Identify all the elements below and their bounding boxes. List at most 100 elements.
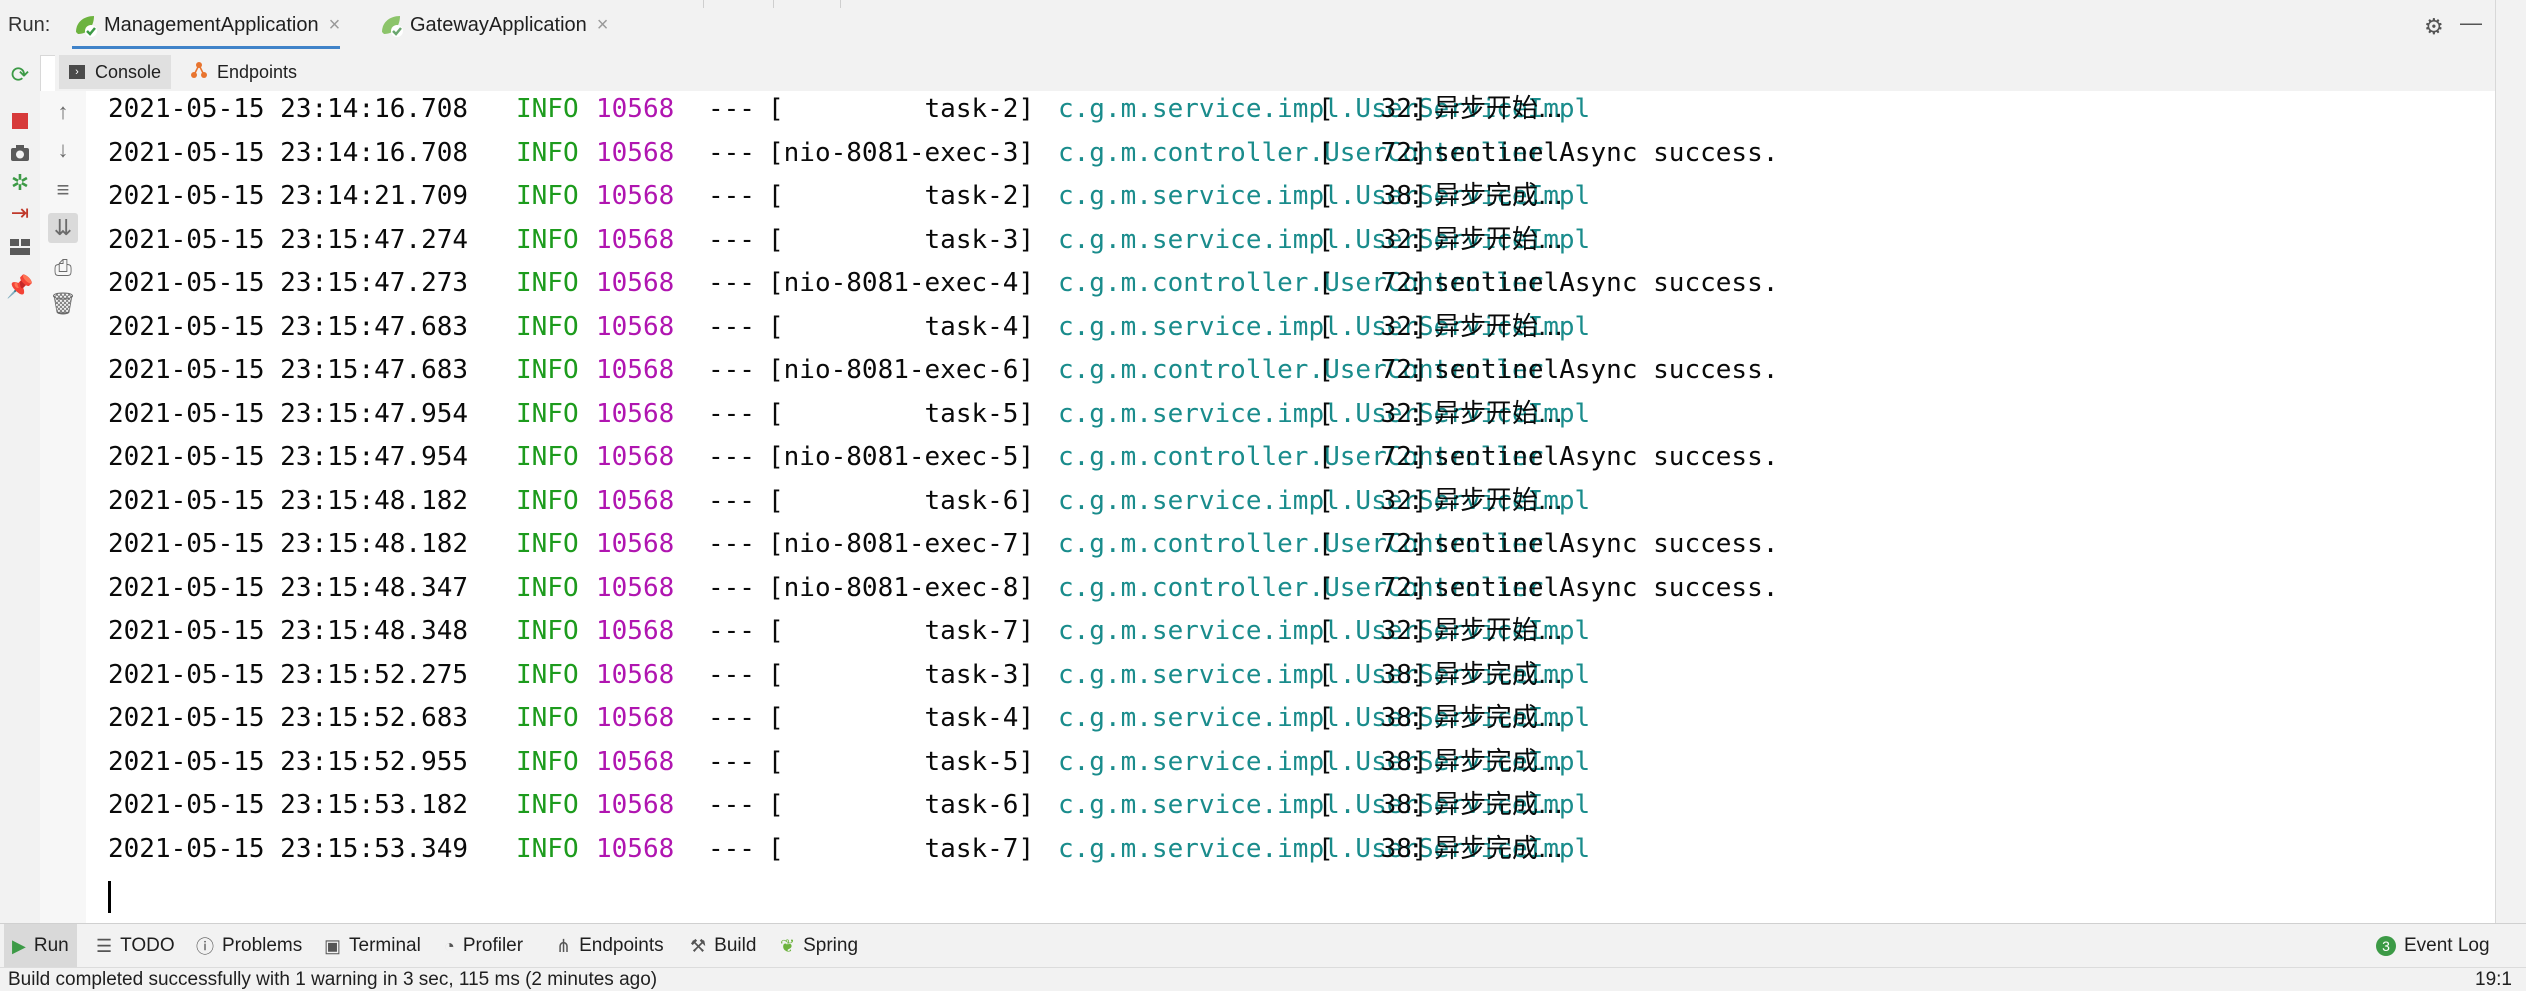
log-timestamp: 2021-05-15 23:15:48.182: [108, 529, 469, 559]
log-timestamp: 2021-05-15 23:15:47.274: [108, 224, 469, 255]
log-separator: ---: [708, 529, 755, 559]
minimize-icon[interactable]: —: [2460, 10, 2482, 35]
log-logger: c.g.m.service.impl.UserServiceImpl: [1058, 616, 1591, 646]
log-colon: :: [1408, 224, 1424, 255]
camera-icon[interactable]: [6, 139, 34, 167]
status-message: Build completed successfully with 1 warn…: [8, 969, 658, 990]
bottom-tool-window-bar: ▶ Run ☰ TODO ⓘ Problems ▣ Terminal ◔ Pro…: [0, 923, 2526, 968]
pin-icon[interactable]: 📌: [6, 274, 34, 299]
log-pid: 10568: [596, 833, 675, 864]
tab-gateway-application[interactable]: GatewayApplication ×: [378, 4, 608, 46]
event-log-button[interactable]: 3 Event Log: [2376, 924, 2490, 968]
event-log-label: Event Log: [2404, 935, 2490, 956]
log-colon: :: [1408, 137, 1424, 168]
debug-icon[interactable]: ✲: [10, 170, 30, 195]
log-thread: [ task-2]: [768, 181, 1035, 211]
bottom-tool-spring[interactable]: ❦ Spring: [780, 924, 858, 968]
stop-icon[interactable]: [6, 107, 34, 135]
log-logger: c.g.m.service.impl.UserServiceImpl: [1058, 485, 1591, 516]
log-separator: ---: [708, 355, 755, 385]
todo-icon: ☰: [96, 935, 113, 956]
tab-management-application[interactable]: ManagementApplication ×: [72, 4, 341, 49]
log-message: sentinelAsync success.: [1434, 442, 1779, 472]
log-timestamp: 2021-05-15 23:15:48.348: [108, 616, 469, 646]
log-message: 异步开始...: [1434, 94, 1563, 124]
log-thread: [ task-3]: [768, 224, 1035, 255]
endpoints-icon: ⋔: [556, 935, 572, 956]
log-thread: [ task-3]: [768, 659, 1035, 690]
log-pid: 10568: [596, 442, 675, 472]
bottom-tool-endpoints[interactable]: ⋔ Endpoints: [556, 924, 664, 968]
log-timestamp: 2021-05-15 23:15:52.955: [108, 746, 469, 777]
log-logger: c.g.m.controller.UserController: [1058, 137, 1544, 168]
log-colon: :: [1408, 790, 1424, 820]
log-logger: c.g.m.service.impl.UserServiceImpl: [1058, 703, 1591, 733]
divider: [773, 0, 774, 8]
rerun-icon[interactable]: ⟳: [10, 62, 30, 87]
log-logger: c.g.m.service.impl.UserServiceImpl: [1058, 790, 1591, 820]
trash-icon[interactable]: 🗑: [49, 291, 77, 316]
print-icon[interactable]: ⎙: [54, 255, 72, 280]
bottom-tool-build[interactable]: ⚒ Build: [690, 924, 756, 968]
log-colon: :: [1408, 355, 1424, 385]
tab-label: GatewayApplication: [410, 13, 587, 36]
log-level: INFO: [516, 572, 579, 603]
log-logger: c.g.m.controller.UserController: [1058, 529, 1544, 559]
log-level: INFO: [516, 137, 579, 168]
log-line-number: [ 38]: [1318, 746, 1428, 777]
run-left-toolbar: ⟳ ✲ ⇥ 📌: [0, 55, 41, 923]
status-bar: Build completed successfully with 1 warn…: [0, 967, 2526, 991]
bottom-tool-todo[interactable]: ☰ TODO: [96, 924, 175, 968]
up-arrow-icon[interactable]: ↑: [57, 99, 69, 124]
log-timestamp: 2021-05-15 23:15:52.275: [108, 659, 469, 690]
exit-icon[interactable]: ⇥: [10, 200, 30, 225]
log-colon: :: [1408, 311, 1424, 342]
layout-icon[interactable]: [6, 233, 34, 261]
log-separator: ---: [708, 572, 755, 603]
log-level: INFO: [516, 790, 579, 820]
bottom-tool-label: Profiler: [462, 935, 524, 956]
log-colon: :: [1408, 746, 1424, 777]
scroll-to-end-icon[interactable]: ⇊: [48, 213, 78, 243]
log-separator: ---: [708, 311, 755, 342]
log-timestamp: 2021-05-15 23:15:53.182: [108, 790, 469, 820]
bottom-tool-label: Build: [714, 935, 757, 956]
tab-endpoints[interactable]: Endpoints: [181, 55, 305, 89]
tab-label: ManagementApplication: [104, 13, 319, 36]
caret-position[interactable]: 19:1: [2475, 969, 2512, 990]
log-message: 异步完成...: [1434, 181, 1563, 211]
log-colon: :: [1408, 268, 1424, 298]
log-timestamp: 2021-05-15 23:15:47.683: [108, 355, 469, 385]
soft-wrap-icon[interactable]: ≡: [56, 177, 70, 202]
tab-console[interactable]: › Console: [59, 55, 172, 89]
log-thread: [ task-6]: [768, 485, 1035, 516]
down-arrow-icon[interactable]: ↓: [57, 137, 69, 162]
close-tab-icon[interactable]: ×: [328, 13, 341, 36]
log-message: sentinelAsync success.: [1434, 268, 1779, 298]
log-level: INFO: [516, 224, 579, 255]
log-timestamp: 2021-05-15 23:15:47.683: [108, 311, 469, 342]
bottom-tool-profiler[interactable]: ◔ Profiler: [444, 924, 523, 968]
log-logger: c.g.m.service.impl.UserServiceImpl: [1058, 311, 1591, 342]
bottom-tool-problems[interactable]: ⓘ Problems: [196, 924, 302, 968]
log-separator: ---: [708, 833, 755, 864]
log-message: 异步开始...: [1434, 311, 1563, 342]
log-line-number: [ 32]: [1318, 616, 1428, 646]
log-level: INFO: [516, 181, 579, 211]
log-line-number: [ 32]: [1318, 311, 1428, 342]
console-icon: ›: [69, 65, 85, 79]
log-logger: c.g.m.service.impl.UserServiceImpl: [1058, 746, 1591, 777]
close-tab-icon[interactable]: ×: [596, 13, 609, 36]
log-message: sentinelAsync success.: [1434, 529, 1779, 559]
log-colon: :: [1408, 181, 1424, 211]
gear-icon[interactable]: ⚙: [2424, 14, 2444, 39]
log-timestamp: 2021-05-15 23:14:21.709: [108, 181, 469, 211]
log-separator: ---: [708, 137, 755, 168]
bottom-tool-terminal[interactable]: ▣ Terminal: [324, 924, 421, 968]
log-thread: [ task-2]: [768, 94, 1035, 124]
bottom-tool-run[interactable]: ▶ Run: [4, 924, 77, 968]
log-pid: 10568: [596, 790, 675, 820]
log-separator: ---: [708, 659, 755, 690]
log-pid: 10568: [596, 616, 675, 646]
